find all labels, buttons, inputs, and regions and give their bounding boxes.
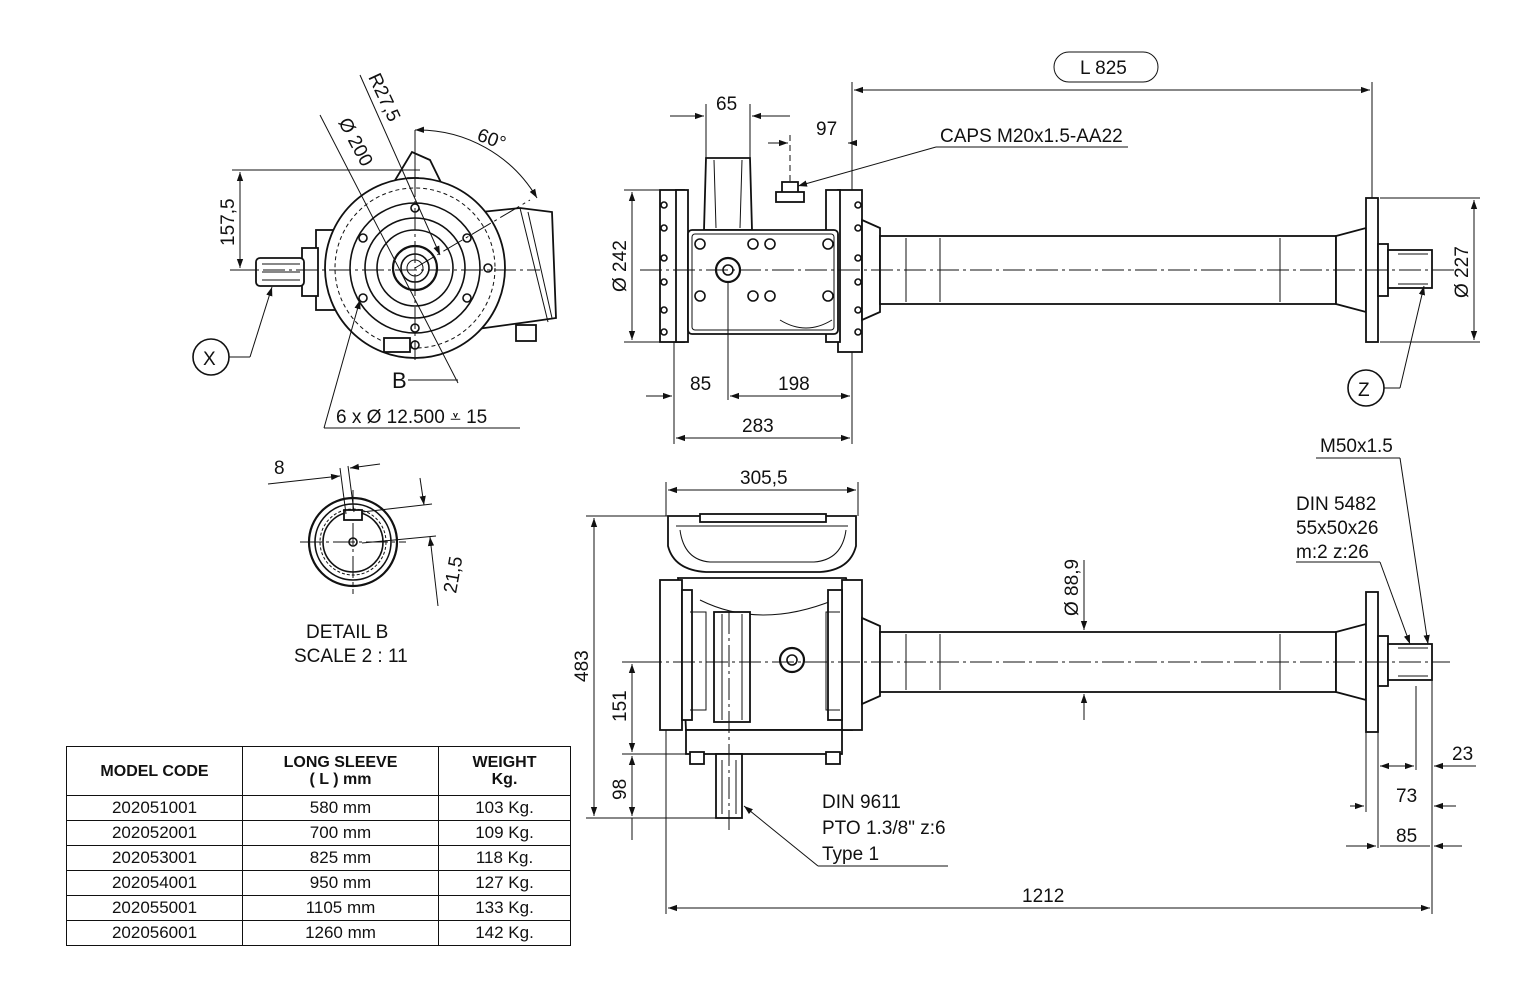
note-type: Type 1 bbox=[822, 844, 879, 865]
detail-title: DETAIL B bbox=[306, 622, 388, 643]
model-code-cell: 202055001 bbox=[66, 895, 243, 921]
table-row: 202054001 950 mm 127 Kg. bbox=[66, 870, 571, 896]
model-code-cell: 202056001 bbox=[66, 920, 243, 946]
table-row: 202052001 700 mm 109 Kg. bbox=[66, 820, 571, 846]
header-model-code: MODEL CODE bbox=[66, 746, 243, 796]
table-row: 202051001 580 mm 103 Kg. bbox=[66, 795, 571, 821]
label-l825: L 825 bbox=[1080, 58, 1127, 79]
table-row: 202053001 825 mm 118 Kg. bbox=[66, 845, 571, 871]
label-305-5: 305,5 bbox=[740, 468, 788, 489]
note-spline: 55x50x26 bbox=[1296, 518, 1378, 539]
weight-cell: 118 Kg. bbox=[438, 845, 571, 871]
model-spec-table: MODEL CODE LONG SLEEVE ( L ) mm WEIGHT K… bbox=[66, 746, 571, 946]
note-caps: CAPS M20x1.5-AA22 bbox=[940, 126, 1123, 147]
weight-cell: 142 Kg. bbox=[438, 920, 571, 946]
label-m50: M50x1.5 bbox=[1320, 436, 1393, 457]
sleeve-cell: 1260 mm bbox=[242, 920, 439, 946]
note-din5482: DIN 5482 bbox=[1296, 494, 1376, 515]
note-holes: 6 x Ø 12.500 ⩡ 15 bbox=[336, 407, 487, 428]
label-283: 283 bbox=[742, 416, 774, 437]
flange-bolts-left bbox=[660, 201, 862, 336]
label-b: B bbox=[392, 368, 407, 393]
sleeve-cell: 700 mm bbox=[242, 820, 439, 846]
detail-scale: SCALE 2 : 11 bbox=[294, 646, 408, 667]
weight-cell: 109 Kg. bbox=[438, 820, 571, 846]
weight-cell: 133 Kg. bbox=[438, 895, 571, 921]
body-bolts bbox=[694, 238, 834, 302]
table-row: 202056001 1260 mm 142 Kg. bbox=[66, 920, 571, 946]
header-weight: WEIGHT Kg. bbox=[438, 746, 571, 796]
label-8: 8 bbox=[274, 458, 285, 479]
label-d200: Ø 200 bbox=[334, 114, 377, 170]
weight-cell: 103 Kg. bbox=[438, 795, 571, 821]
label-d227: Ø 227 bbox=[1452, 246, 1473, 298]
detail-b: 8 21,5 DETAIL B SCALE 2 : 11 bbox=[267, 458, 467, 667]
side-view: L 825 65 97 CAPS M20x1.5-AA22 bbox=[610, 51, 1480, 444]
callout-x: X bbox=[203, 349, 216, 370]
label-483: 483 bbox=[572, 650, 593, 682]
end-view: R27,5 Ø 200 60° 157,5 X B 6 x Ø 12.500 ⩡… bbox=[192, 70, 557, 429]
sleeve-cell: 1105 mm bbox=[242, 895, 439, 921]
model-code-cell: 202051001 bbox=[66, 795, 243, 821]
model-code-cell: 202053001 bbox=[66, 845, 243, 871]
label-198: 198 bbox=[778, 374, 810, 395]
label-85b: 85 bbox=[1396, 826, 1417, 847]
weight-cell: 127 Kg. bbox=[438, 870, 571, 896]
label-73: 73 bbox=[1396, 786, 1417, 807]
label-151: 151 bbox=[610, 690, 631, 722]
label-21-5: 21,5 bbox=[440, 555, 467, 595]
label-angle-60: 60° bbox=[474, 125, 508, 155]
note-module: m:2 z:26 bbox=[1296, 542, 1369, 563]
sleeve-cell: 950 mm bbox=[242, 870, 439, 896]
model-code-cell: 202052001 bbox=[66, 820, 243, 846]
header-long-sleeve: LONG SLEEVE ( L ) mm bbox=[242, 746, 439, 796]
model-code-cell: 202054001 bbox=[66, 870, 243, 896]
callout-z: Z bbox=[1358, 380, 1370, 401]
label-d242: Ø 242 bbox=[610, 240, 631, 292]
label-157-5: 157,5 bbox=[218, 198, 239, 246]
table-row: 202055001 1105 mm 133 Kg. bbox=[66, 895, 571, 921]
label-d88-9: Ø 88,9 bbox=[1062, 559, 1083, 616]
table-header-row: MODEL CODE LONG SLEEVE ( L ) mm WEIGHT K… bbox=[66, 746, 571, 796]
label-97: 97 bbox=[816, 119, 837, 140]
sleeve-cell: 825 mm bbox=[242, 845, 439, 871]
top-view: 305,5 bbox=[572, 436, 1476, 914]
label-1212: 1212 bbox=[1022, 886, 1064, 907]
note-pto: PTO 1.3/8" z:6 bbox=[822, 818, 946, 839]
note-din9611: DIN 9611 bbox=[822, 792, 901, 813]
label-65: 65 bbox=[716, 94, 737, 115]
label-23: 23 bbox=[1452, 744, 1473, 765]
label-85: 85 bbox=[690, 374, 711, 395]
sleeve-cell: 580 mm bbox=[242, 795, 439, 821]
label-98: 98 bbox=[610, 779, 631, 800]
